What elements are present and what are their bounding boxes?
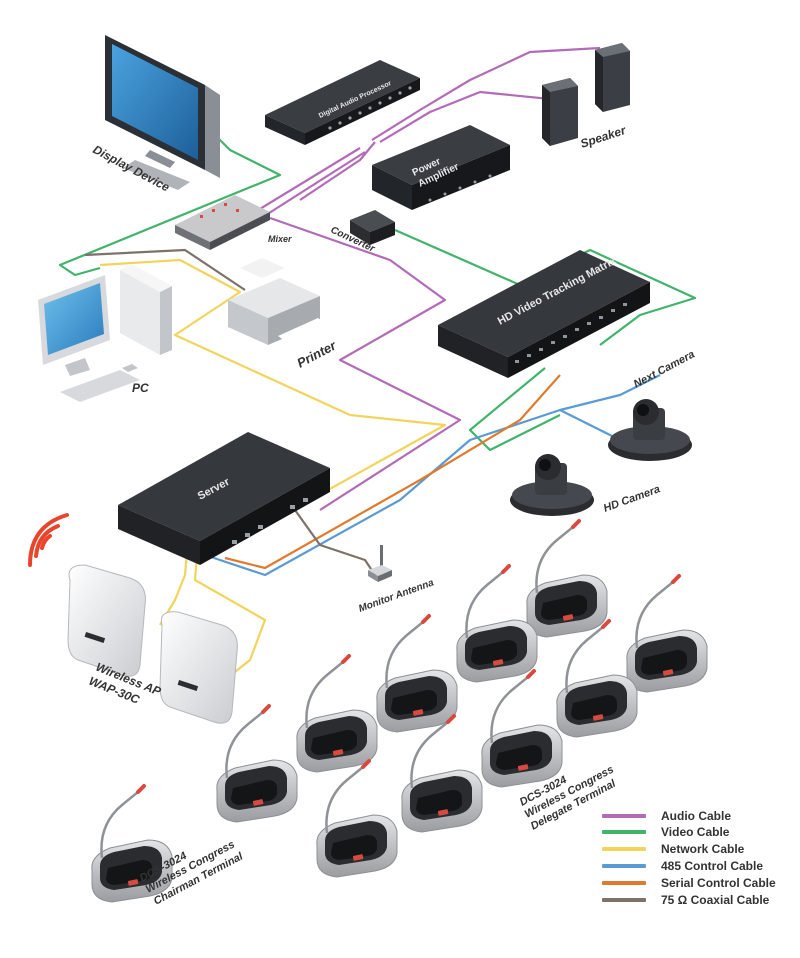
printer <box>228 258 328 345</box>
pc-label: PC <box>132 381 149 395</box>
video-cable <box>394 228 697 346</box>
monitor-antenna-label: Monitor Antenna <box>357 577 435 615</box>
delegate-terminal <box>316 759 398 878</box>
pc <box>38 264 172 402</box>
wireless-ap-2 <box>159 611 238 724</box>
legend-item: 75 Ω Coaxial Cable <box>602 893 770 907</box>
delegate-terminal <box>376 614 458 733</box>
digital-audio-processor <box>265 60 420 145</box>
legend-label: Video Cable <box>661 825 730 839</box>
wifi-signal-icon <box>28 513 69 567</box>
delegate-terminal <box>481 669 563 788</box>
power-amplifier <box>372 125 510 210</box>
mixer <box>175 195 270 250</box>
legend-label: 75 Ω Coaxial Cable <box>661 893 770 907</box>
delegate-terminal <box>401 714 483 833</box>
legend-label: Serial Control Cable <box>661 876 776 890</box>
audio-cable <box>299 141 376 201</box>
legend-item: 485 Control Cable <box>602 859 763 873</box>
legend-swatch-485 <box>602 864 646 868</box>
legend-label: Audio Cable <box>661 809 731 823</box>
video-cable <box>58 134 282 277</box>
legend-item: Audio Cable <box>602 809 731 823</box>
legend-item: Network Cable <box>602 842 745 856</box>
coaxial-cable <box>84 248 246 291</box>
audio-cable <box>254 151 366 223</box>
delegate-terminal <box>526 519 608 638</box>
speaker-left <box>542 78 578 146</box>
coaxial-cable <box>294 509 376 576</box>
legend-item: Serial Control Cable <box>602 876 776 890</box>
delegate-terminal <box>456 564 538 683</box>
display-device <box>105 35 220 190</box>
hd-video-tracking-matrix <box>438 250 650 378</box>
legend-swatch-audio <box>602 814 646 818</box>
delegate-terminal <box>216 704 298 823</box>
conference-terminals <box>91 519 708 903</box>
hd-camera-label: HD Camera <box>602 483 662 515</box>
converter <box>350 210 395 245</box>
next-camera-label: Next Camera <box>632 348 697 390</box>
legend-item: Video Cable <box>602 825 730 839</box>
delegate-terminal <box>296 654 378 773</box>
legend-swatch-video <box>602 830 646 834</box>
monitor-antenna <box>368 545 392 582</box>
network-cable <box>99 258 447 501</box>
printer-label: Printer <box>294 337 339 370</box>
chairman-terminal <box>91 784 173 903</box>
mixer-label: Mixer <box>268 234 292 244</box>
delegate-terminal <box>556 619 638 738</box>
speaker-right <box>595 43 630 112</box>
audio-cable <box>249 147 361 216</box>
control-485-cable <box>204 374 661 577</box>
next-camera <box>608 399 692 461</box>
server <box>118 432 330 565</box>
audio-cable <box>371 46 601 141</box>
cable-legend: Audio Cable Video Cable Network Cable 48… <box>602 809 776 907</box>
display-device-label: Display Device <box>91 142 173 194</box>
delegate-terminal <box>626 574 708 693</box>
legend-swatch-coax <box>602 898 646 902</box>
video-cable <box>468 367 561 452</box>
wireless-ap-1 <box>67 564 146 677</box>
audio-cable <box>269 216 462 511</box>
legend-swatch-network <box>602 847 646 851</box>
audio-cable <box>379 90 561 143</box>
speaker-label: Speaker <box>579 123 629 151</box>
serial-control-cable <box>224 374 561 570</box>
legend-label: 485 Control Cable <box>661 859 763 873</box>
hd-camera <box>510 454 594 516</box>
legend-label: Network Cable <box>661 842 745 856</box>
legend-swatch-serial <box>602 881 646 885</box>
